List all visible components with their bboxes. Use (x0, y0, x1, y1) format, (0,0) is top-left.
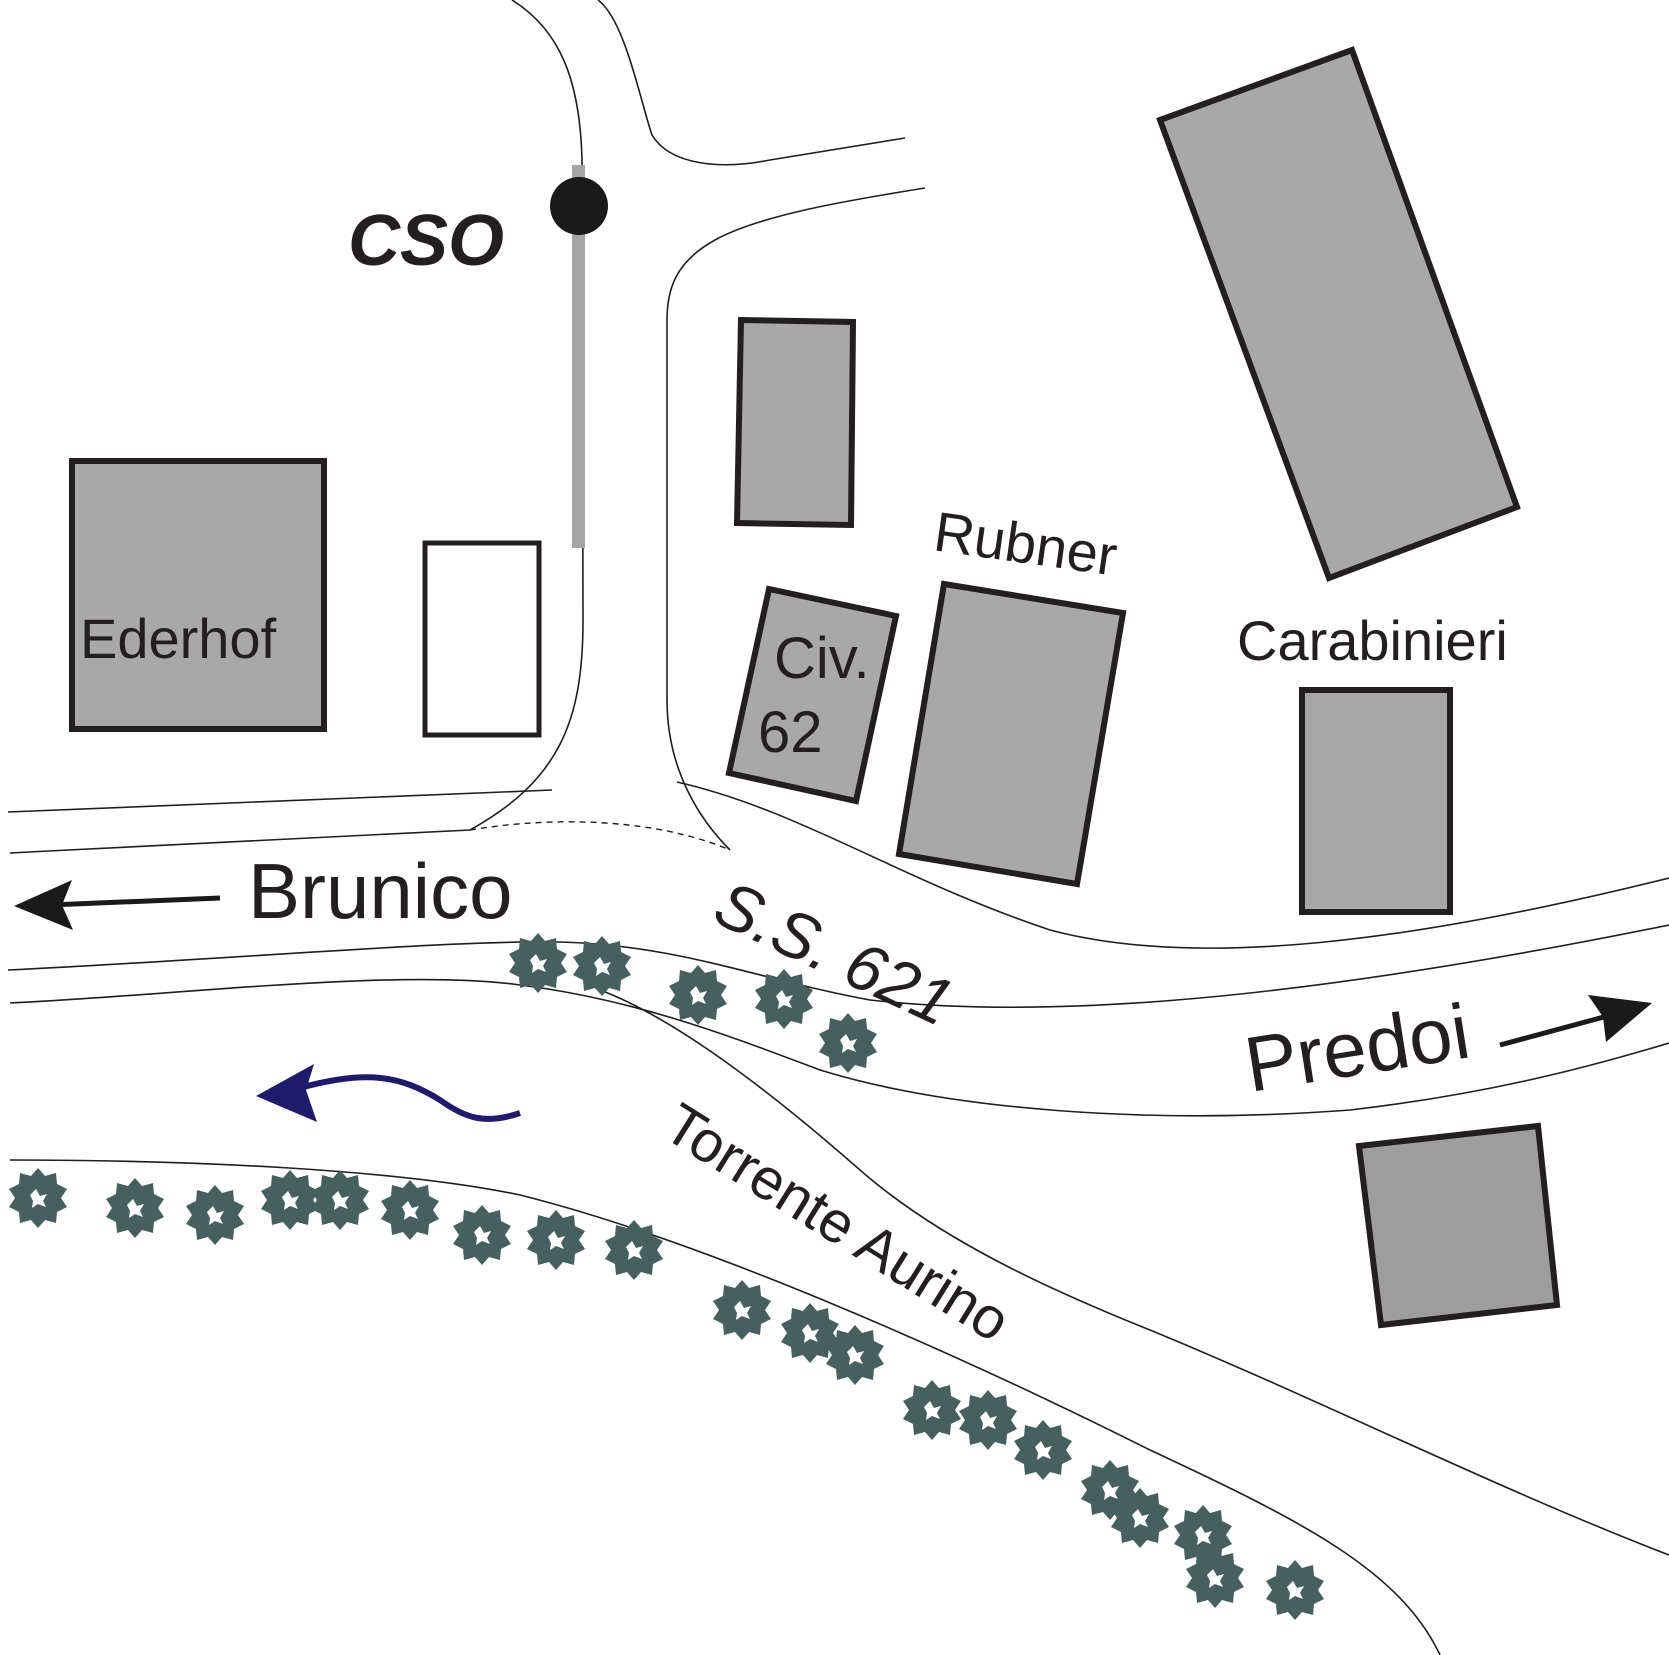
brunico-arrow (14, 880, 221, 930)
building-ederhof[interactable] (69, 458, 327, 732)
tree-icon (527, 1210, 585, 1270)
river-bank-north (599, 989, 1669, 1556)
building-south-east[interactable] (1355, 1122, 1561, 1329)
tree-icon (106, 1178, 164, 1238)
main-road-upper-edge-west2 (9, 829, 471, 854)
tree-icon (261, 1170, 319, 1230)
tree-icon (605, 1220, 663, 1280)
civ-label-line2: 62 (758, 700, 823, 765)
side-road-east-branch (666, 187, 926, 851)
side-road-west-edge (469, 0, 584, 831)
cso-point-marker[interactable] (550, 177, 608, 235)
tree-icon (9, 1168, 67, 1228)
tree-icon (381, 1180, 439, 1240)
predoi-label: Predoi (1239, 987, 1475, 1109)
tree-icon (959, 1390, 1017, 1450)
building-carabinieri-north[interactable] (1156, 46, 1521, 582)
predoi-arrow (1499, 995, 1652, 1048)
tree-icon (1014, 1420, 1072, 1480)
side-road-east-edge (597, 0, 906, 166)
tree-icon (781, 1303, 839, 1363)
main-road-upper-edge-west (7, 789, 553, 813)
tree-icon (713, 1280, 771, 1340)
ederhof-label: Ederhof (80, 607, 277, 670)
building-civ-62[interactable] (725, 585, 900, 805)
tree-icon (669, 965, 727, 1025)
flow-direction-arrow (256, 1064, 521, 1122)
river-label: Torrente Aurino (653, 1091, 1021, 1355)
river-bank-south (9, 1159, 1441, 1655)
tree-icon (1266, 1560, 1324, 1620)
building-north-center[interactable] (733, 316, 857, 529)
building-rubner[interactable] (895, 580, 1127, 888)
cso-label: CSO (348, 201, 504, 281)
dashed-crossing (469, 821, 731, 851)
building-outline-empty[interactable] (422, 540, 542, 738)
main-road-lower-edge-south (9, 978, 1669, 1117)
road-label: S.S. 621 (704, 866, 965, 1040)
trees (9, 933, 1324, 1620)
tree-icon (186, 1185, 244, 1245)
cso-pipe (572, 165, 585, 548)
tree-icon (903, 1380, 961, 1440)
tree-icon (311, 1170, 369, 1230)
tree-icon (573, 936, 631, 996)
brunico-label: Brunico (248, 847, 512, 935)
building-carabinieri[interactable] (1299, 687, 1453, 915)
main-road-lower-edge-north (7, 924, 1669, 1009)
civ-label-line1: Civ. (774, 626, 870, 691)
tree-icon (826, 1325, 884, 1385)
rubner-label: Rubner (930, 499, 1121, 587)
carabinieri-label: Carabinieri (1237, 609, 1508, 672)
main-road-upper-edge-east (676, 781, 1669, 949)
tree-icon (453, 1205, 511, 1265)
tree-icon (819, 1013, 877, 1073)
